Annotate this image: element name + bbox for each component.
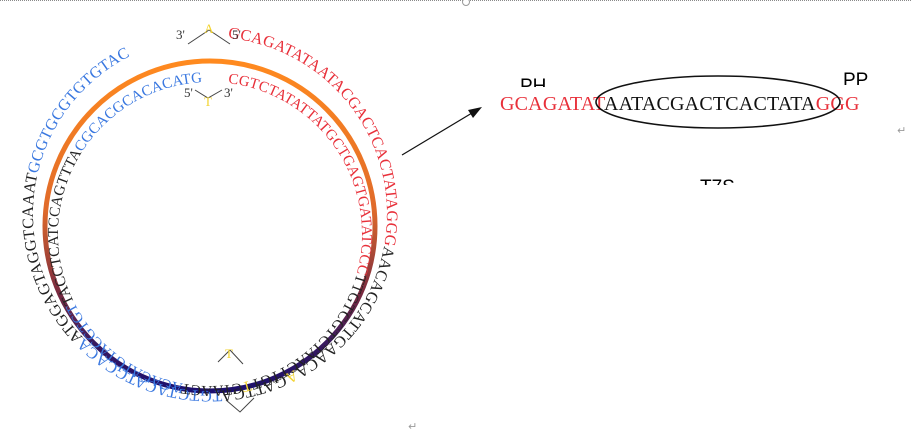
bottom-loop-marker: T — [217, 346, 255, 413]
top-hairpin-right-end: 5' — [232, 27, 241, 42]
ruler-handle[interactable] — [462, 0, 470, 6]
promoter-segment-0: GCAGATAT — [500, 93, 605, 115]
label-left-partial: PH — [520, 76, 547, 87]
top-hairpin-base: A — [204, 21, 214, 36]
document-ruler — [0, 0, 911, 6]
inner-top-marker: T 5' 3' — [184, 85, 233, 109]
inner-arc-segment-2: T — [240, 377, 253, 395]
promoter-segment-2: GGG — [816, 93, 860, 115]
bottom-loop-t: T — [225, 346, 233, 361]
promoter-segment-1: AATACGACTCACTATA — [604, 93, 816, 115]
top-hairpin-left-end: 3' — [176, 27, 185, 42]
plasmid-ring — [42, 58, 378, 394]
label-right-partial: PP — [843, 70, 869, 85]
paragraph-mark: ↵ — [897, 124, 907, 137]
t7-promoter-highlight — [595, 75, 841, 129]
inner-top-base: T — [204, 94, 212, 109]
label-bottom-partial: T7S — [700, 177, 735, 185]
inner-top-left-end: 5' — [184, 85, 193, 100]
inner-top-right-end: 3' — [224, 85, 233, 100]
pointer-arrow — [401, 107, 482, 156]
inner-arc-segment-3: CTAACT — [181, 379, 244, 398]
top-hairpin-marker: A 3' 5' — [176, 21, 241, 45]
inner-arc-segment-5: TACCTCATCCAGTTTA — [46, 146, 85, 307]
paragraph-mark-bottom: ↵ — [408, 420, 418, 433]
promoter-sequence: GCAGATATAATACGACTCACTATAGGG — [500, 93, 860, 115]
